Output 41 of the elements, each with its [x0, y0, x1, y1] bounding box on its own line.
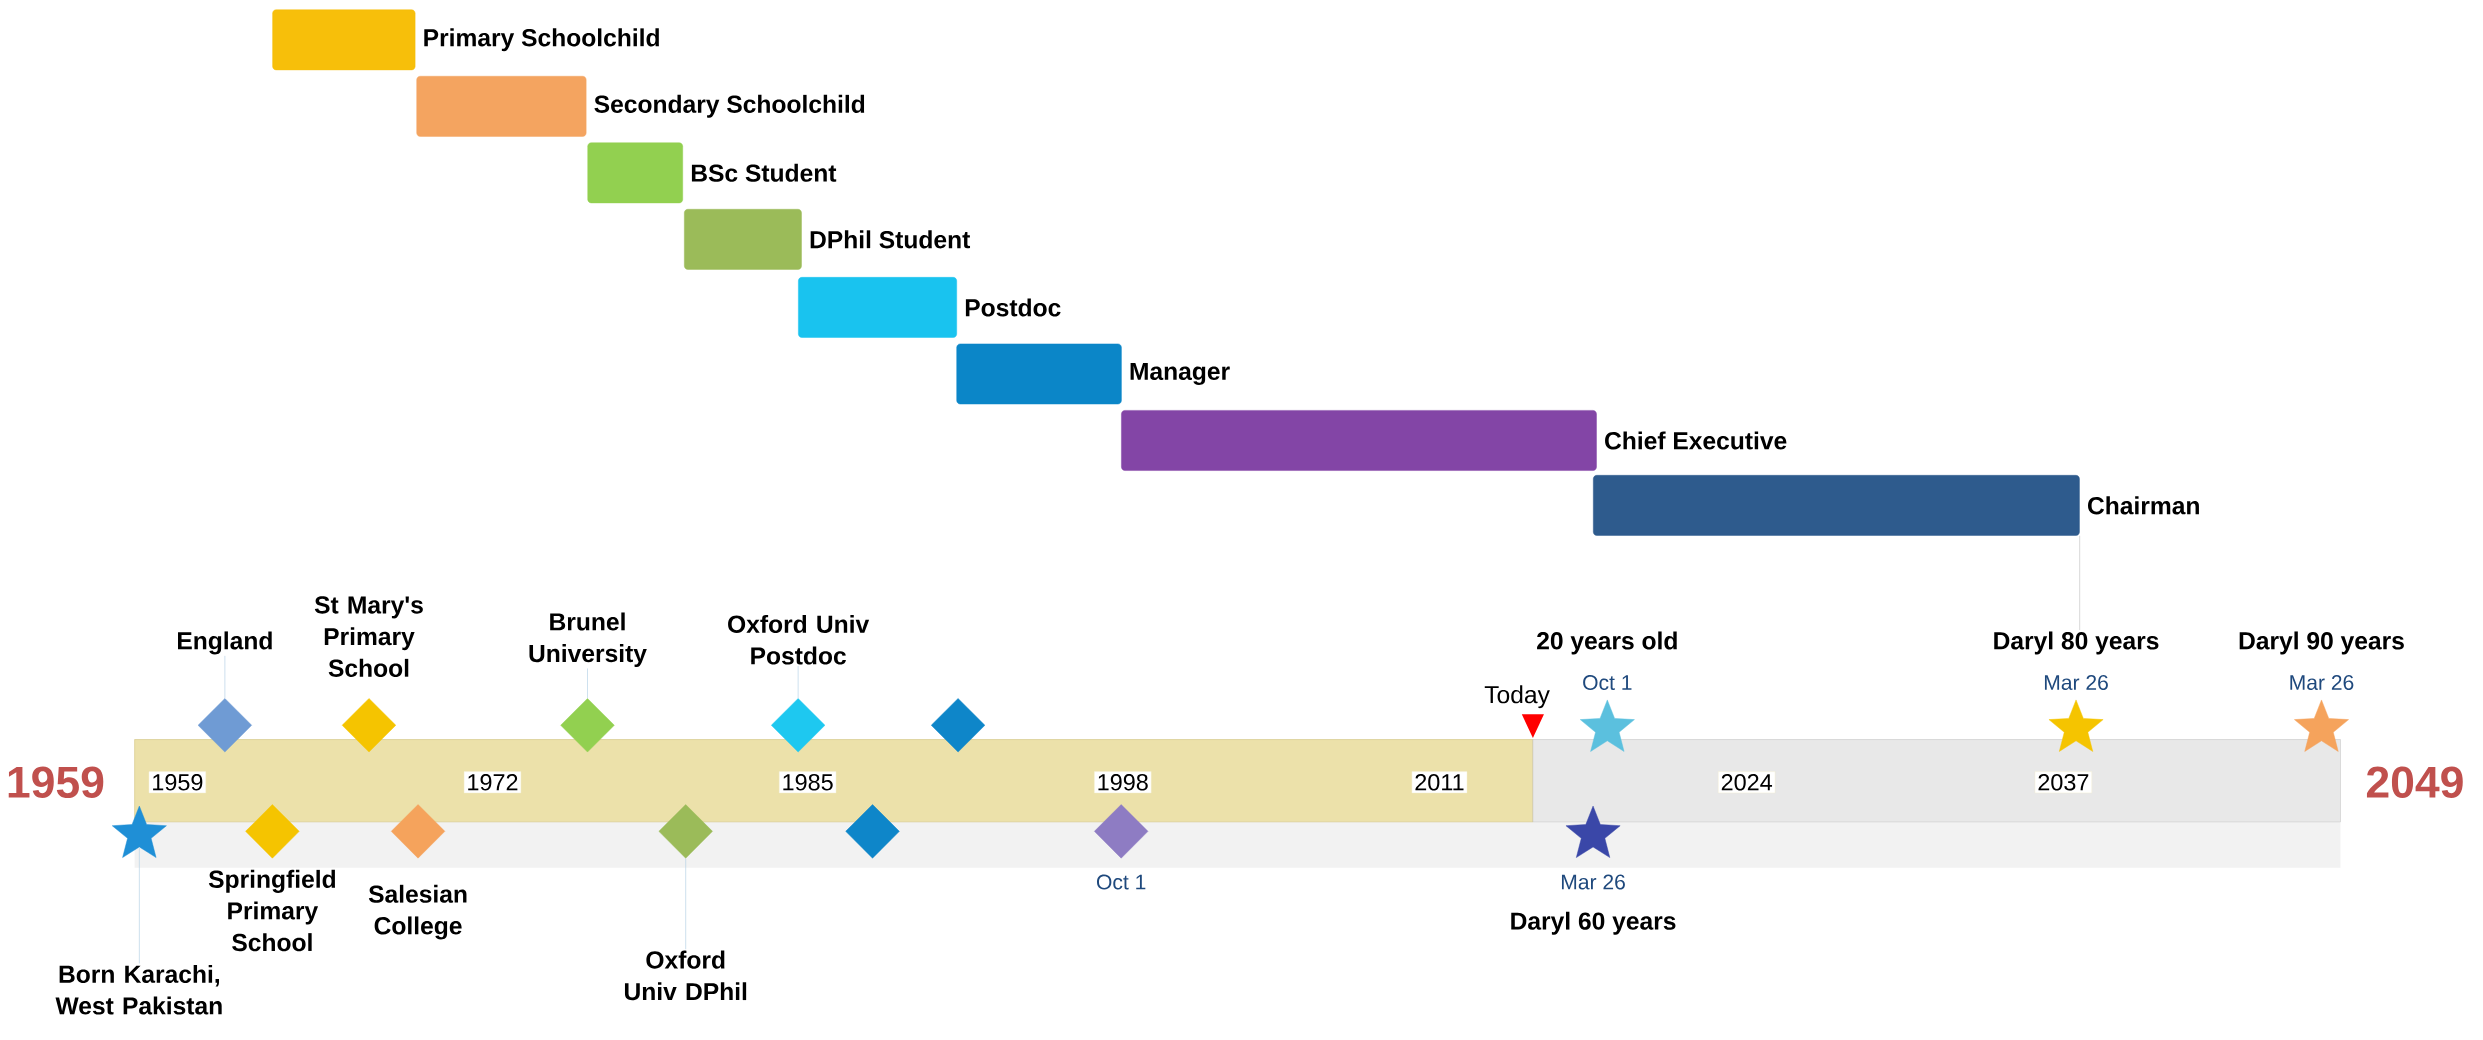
today-label: Today — [1484, 685, 1550, 709]
date-label: Mar 26 — [2044, 674, 2108, 690]
task-label: Primary Schoolchild — [424, 28, 659, 52]
axis-end-year: 1959 — [8, 766, 104, 798]
milestone-label: Daryl 60 years — [1511, 911, 1676, 935]
year-label: 1972 — [463, 771, 522, 793]
leader-line — [685, 858, 687, 950]
drop-line — [2079, 535, 2081, 631]
task-label: Secondary Schoolchild — [594, 94, 865, 118]
task-label: BSc Student — [691, 163, 837, 182]
date-label: Mar 26 — [1561, 874, 1625, 890]
task-label: DPhil Student — [810, 230, 970, 249]
diamond-marker — [1094, 804, 1149, 859]
milestone-label: Oxford Univ Postdoc — [728, 614, 870, 665]
year-label: 2011 — [1411, 771, 1468, 793]
diamond-marker — [845, 804, 900, 859]
milestone-label: St Mary's Primary School — [314, 596, 423, 677]
milestone-label: Daryl 80 years — [1994, 631, 2159, 655]
task-label: Manager — [1130, 362, 1230, 385]
year-label: 2037 — [2034, 771, 2093, 793]
milestone-label: 20 years old — [1537, 631, 1677, 655]
year-label: 1959 — [148, 771, 206, 793]
task-label: Chairman — [2088, 496, 2199, 515]
date-label: Oct 1 — [1096, 874, 1146, 890]
milestone-label: Oxford Univ DPhil — [624, 950, 747, 1001]
date-label: Oct 1 — [1583, 674, 1632, 690]
milestone-label: Daryl 90 years — [2239, 631, 2404, 655]
task-label: Postdoc — [965, 298, 1061, 317]
task-label: Chief Executive — [1605, 431, 1787, 450]
milestone-label: Salesian College — [368, 884, 467, 940]
milestone-label: Born Karachi, West Pakistan — [55, 964, 222, 1015]
year-label: 1998 — [1094, 771, 1152, 793]
milestone-label: Brunel University — [529, 612, 647, 667]
diamond-marker — [931, 698, 986, 753]
milestone-label: Springfield Primary School — [208, 869, 335, 951]
date-label: Mar 26 — [2290, 674, 2354, 690]
axis-end-year: 2049 — [2366, 766, 2463, 798]
milestone-label: England — [178, 631, 272, 655]
leader-line — [587, 667, 588, 699]
year-label: 2024 — [1718, 771, 1776, 793]
year-label: 1985 — [779, 771, 837, 793]
